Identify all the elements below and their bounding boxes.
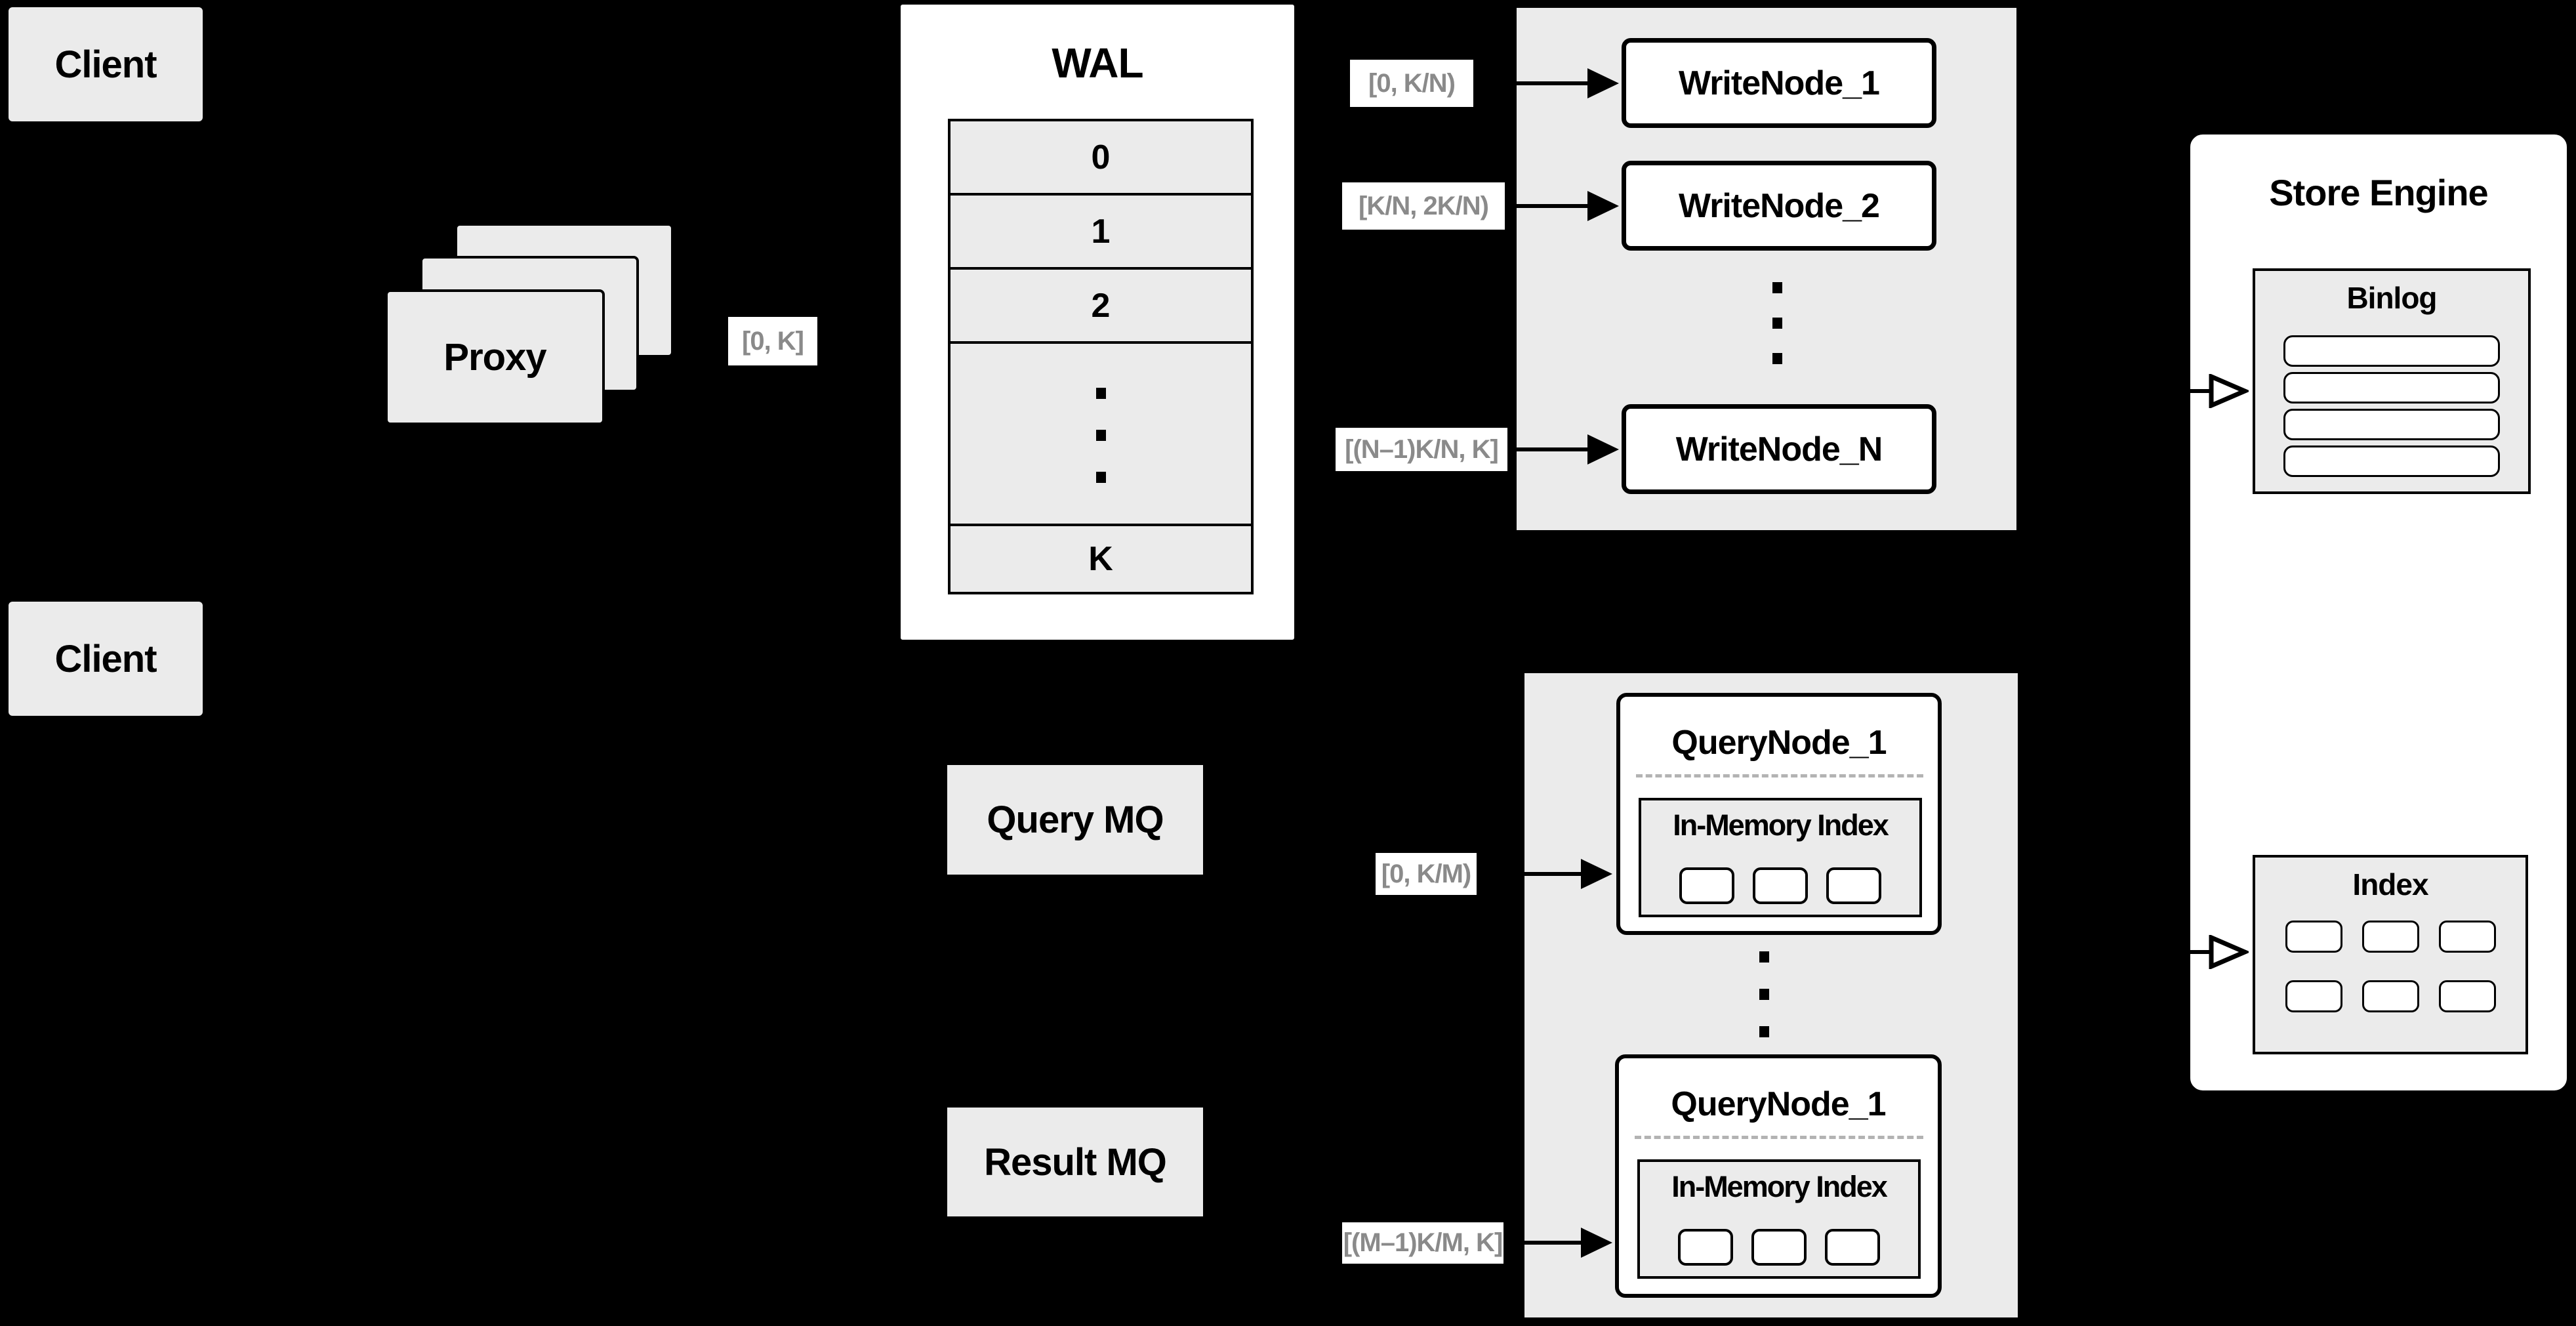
index-box: Index (2253, 855, 2528, 1054)
arrow-line-index (2125, 950, 2213, 954)
index-cell (2361, 921, 2419, 953)
arrow-head-write-2 (1587, 191, 1619, 221)
segment-cell (1826, 867, 1881, 904)
dashed-separator (1636, 774, 1923, 777)
hollow-arrow-index-icon (2209, 935, 2249, 969)
range-write-2-text: [K/N, 2K/N) (1359, 191, 1489, 220)
query-mq-label: Query MQ (987, 798, 1164, 841)
arrow-line-binlog (2125, 389, 2213, 393)
range-chip-proxy-out: [0, K] (728, 317, 817, 365)
store-engine-label: Store Engine (2269, 172, 2488, 213)
wal-ellipsis-dot (1096, 472, 1106, 483)
binlog-row (2283, 372, 2500, 404)
write-ellipsis-dot (1772, 282, 1782, 293)
range-query-1-text: [0, K/M) (1381, 859, 1471, 888)
binlog-row (2283, 335, 2500, 367)
write-node-n-box: WriteNode_N (1622, 404, 1936, 494)
result-mq-label: Result MQ (984, 1140, 1167, 1184)
arrow-head-write-1 (1587, 68, 1619, 98)
wal-ellipsis-dot (1096, 430, 1106, 441)
binlog-row (2283, 445, 2500, 477)
arrow-line-write-n (1507, 447, 1589, 451)
range-chip-query-1: [0, K/M) (1376, 853, 1477, 895)
write-node-1-box: WriteNode_1 (1622, 38, 1936, 128)
arrow-head-query-m (1581, 1228, 1612, 1258)
segment-cell (1753, 867, 1808, 904)
write-node-2-label: WriteNode_2 (1679, 186, 1880, 225)
wal-row-0: 0 (948, 119, 1254, 196)
query-node-top-box: QueryNode_1 In-Memory Index (1616, 693, 1942, 935)
client-box-bottom: Client (6, 599, 205, 718)
range-chip-write-1: [0, K/N) (1350, 60, 1473, 107)
query-ellipsis-dot (1759, 1026, 1769, 1037)
query-ellipsis-dot (1759, 989, 1769, 1000)
write-node-2-box: WriteNode_2 (1622, 161, 1936, 251)
in-memory-index-top-box: In-Memory Index (1639, 798, 1922, 917)
arrow-head-write-n (1587, 434, 1619, 465)
in-memory-index-bottom-label: In-Memory Index (1671, 1170, 1888, 1203)
write-ellipsis-dot (1772, 318, 1782, 329)
range-chip-write-n: [(N–1)K/N, K] (1336, 428, 1507, 471)
binlog-label: Binlog (2346, 281, 2437, 315)
client-box-top: Client (6, 5, 205, 124)
index-cell (2361, 980, 2419, 1012)
wal-row-2: 2 (948, 267, 1254, 344)
query-node-top-label: QueryNode_1 (1671, 724, 1887, 762)
proxy-label: Proxy (443, 336, 546, 379)
dashed-separator (1635, 1136, 1923, 1139)
segment-cell (1678, 1229, 1733, 1266)
index-cell (2438, 980, 2496, 1012)
query-node-bottom-box: QueryNode_1 In-Memory Index (1615, 1054, 1942, 1298)
range-chip-write-2: [K/N, 2K/N) (1342, 182, 1505, 230)
range-write-1-text: [0, K/N) (1368, 68, 1456, 98)
range-write-n-text: [(N–1)K/N, K] (1345, 434, 1499, 464)
write-node-n-label: WriteNode_N (1675, 430, 1883, 468)
index-cell (2285, 921, 2342, 953)
binlog-row (2283, 409, 2500, 440)
arrow-line-query-1 (1477, 872, 1582, 876)
segment-cell (1825, 1229, 1880, 1266)
arrow-head-query-1 (1581, 859, 1612, 889)
store-engine-box: Store Engine Binlog Index (2187, 131, 2570, 1094)
arrow-line-query-m (1503, 1241, 1582, 1245)
query-node-bottom-label: QueryNode_1 (1671, 1085, 1886, 1123)
write-node-1-label: WriteNode_1 (1679, 64, 1880, 102)
in-memory-index-bottom-box: In-Memory Index (1637, 1159, 1921, 1279)
query-ellipsis-dot (1759, 951, 1769, 963)
in-memory-index-top-label: In-Memory Index (1673, 808, 1889, 842)
index-cell (2438, 921, 2496, 953)
wal-ellipsis-dot (1096, 388, 1106, 399)
client-bottom-label: Client (54, 637, 157, 680)
proxy-card-front: Proxy (385, 289, 605, 425)
index-cell (2285, 980, 2342, 1012)
binlog-box: Binlog (2253, 268, 2531, 494)
arrow-line-write-1 (1473, 81, 1589, 85)
range-chip-query-m: [(M–1)K/M, K] (1342, 1222, 1503, 1264)
index-label: Index (2352, 867, 2428, 901)
client-top-label: Client (54, 43, 157, 86)
segment-cell (1679, 867, 1734, 904)
range-query-m-text: [(M–1)K/M, K] (1343, 1228, 1503, 1257)
segment-cell (1751, 1229, 1807, 1266)
arrow-line-write-2 (1505, 204, 1589, 208)
range-proxy-text: [0, K] (742, 326, 804, 356)
query-mq-box: Query MQ (945, 762, 1206, 877)
wal-box: WAL 0 1 2 K (897, 1, 1298, 643)
wal-row-k: K (948, 524, 1254, 594)
result-mq-box: Result MQ (945, 1105, 1206, 1219)
hollow-arrow-binlog-icon (2209, 374, 2249, 408)
write-ellipsis-dot (1772, 353, 1782, 364)
wal-row-1: 1 (948, 193, 1254, 270)
wal-title: WAL (1052, 39, 1143, 87)
